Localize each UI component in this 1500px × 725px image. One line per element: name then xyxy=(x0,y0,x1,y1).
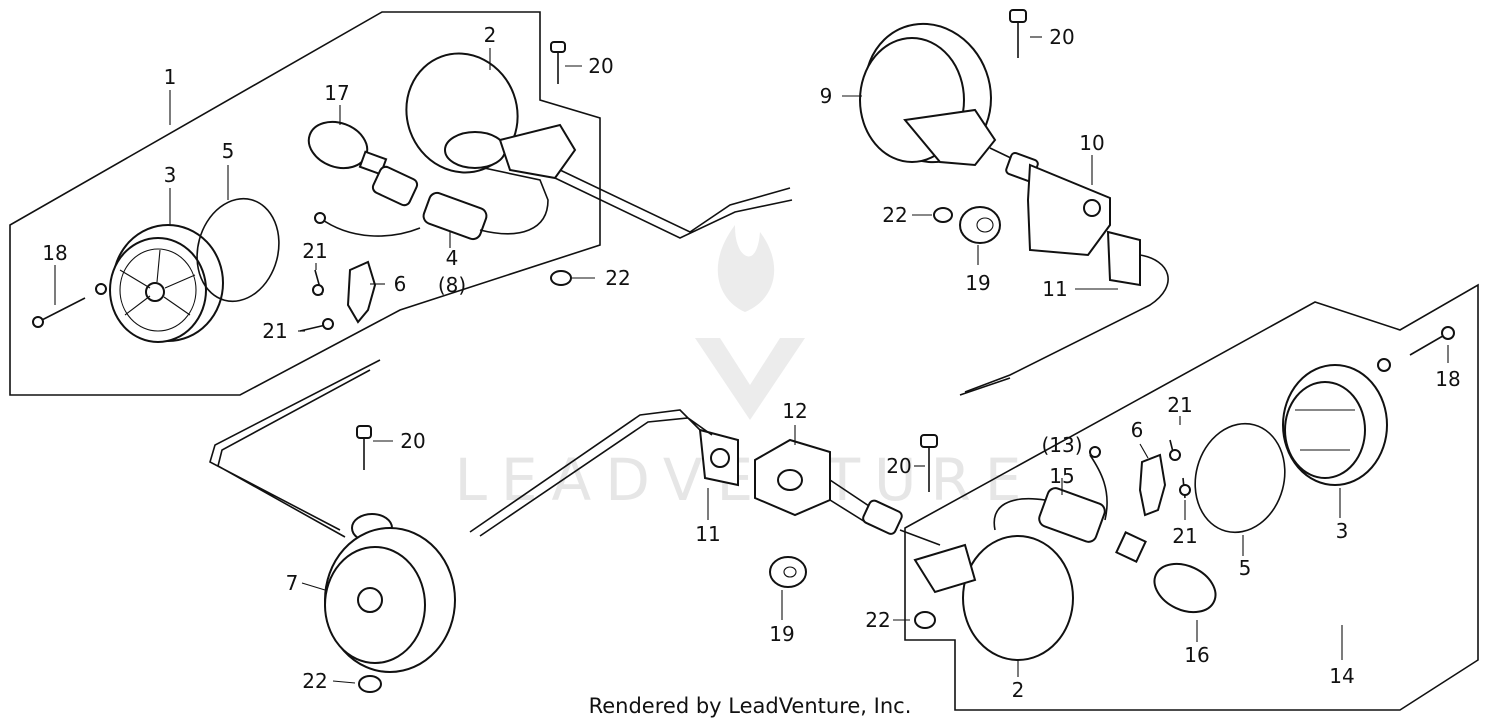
rendered-by-footer: Rendered by LeadVenture, Inc. xyxy=(588,694,912,718)
callout-12: 12 xyxy=(782,399,807,423)
callout-3-right: 3 xyxy=(1336,519,1349,543)
callout-21-left-lower: 21 xyxy=(262,319,287,343)
turn-signal-7 xyxy=(209,359,456,673)
housing-9 xyxy=(859,22,1016,167)
callout-5-left: 5 xyxy=(222,139,235,163)
callout-5-right: 5 xyxy=(1239,556,1252,580)
kit-1-outline xyxy=(9,11,601,396)
callout-22-lower: 22 xyxy=(302,669,327,693)
callout-15: 15 xyxy=(1049,464,1074,488)
callout-20-top-right: 20 xyxy=(1049,25,1074,49)
callout-19-left: 19 xyxy=(769,622,794,646)
callout-18-right: 18 xyxy=(1435,367,1460,391)
callout-9: 9 xyxy=(820,84,833,108)
screw-21-left-lower xyxy=(299,318,334,332)
callout-11-right: 11 xyxy=(1042,277,1067,301)
callout-21-right-upper: 21 xyxy=(1167,393,1192,417)
callout-22-right-upper: 22 xyxy=(882,203,907,227)
bolt-20-top-right xyxy=(1009,9,1027,58)
housing-2-left xyxy=(405,52,793,239)
screw-18-left xyxy=(32,283,107,328)
plate-6-left xyxy=(346,260,377,324)
bracket-12 xyxy=(754,438,941,546)
bracket-11-left xyxy=(469,409,739,537)
callout-19-right: 19 xyxy=(965,271,990,295)
washer-19-right xyxy=(959,206,1001,244)
callout-18-left: 18 xyxy=(42,241,67,265)
callout-11-left: 11 xyxy=(695,522,720,546)
gasket-5-left xyxy=(196,197,280,303)
socket-15 xyxy=(993,446,1108,543)
nut-22-lower xyxy=(358,675,382,693)
kit-14-outline xyxy=(904,283,1479,711)
socket-10 xyxy=(1005,152,1111,257)
plate-6-right xyxy=(1138,453,1167,517)
callout-2-left: 2 xyxy=(484,23,497,47)
callout-3-left: 3 xyxy=(164,163,177,187)
screw-21-right-lower xyxy=(1179,477,1191,499)
callout-16: 16 xyxy=(1184,643,1209,667)
callout-10: 10 xyxy=(1079,131,1104,155)
callout-13: (13) xyxy=(1041,433,1082,457)
callout-2-right: 2 xyxy=(1012,678,1025,702)
socket-4 xyxy=(314,164,549,241)
screw-21-right-upper xyxy=(1169,439,1181,461)
callout-22-upper: 22 xyxy=(605,266,630,290)
callout-21-right-lower: 21 xyxy=(1172,524,1197,548)
bolt-20-center-left xyxy=(356,425,372,470)
callout-21-left-upper: 21 xyxy=(302,239,327,263)
lens-3-left xyxy=(109,224,224,343)
callout-7: 7 xyxy=(286,571,299,595)
callout-14: 14 xyxy=(1329,664,1354,688)
callout-20-center-left: 20 xyxy=(400,429,425,453)
callout-6-left: 6 xyxy=(394,272,407,296)
callout-1: 1 xyxy=(164,65,177,89)
bulb-16 xyxy=(1115,531,1217,614)
callout-20-top-left: 20 xyxy=(588,54,613,78)
callout-20-center-right: 20 xyxy=(886,454,911,478)
housing-2-right xyxy=(913,535,1074,661)
bolt-20-top-left xyxy=(550,41,566,84)
leadventure-watermark: LEADVENTURE xyxy=(455,225,1021,514)
nut-22-right-upper xyxy=(933,207,953,223)
leader-lines xyxy=(54,36,1449,684)
bulb-17 xyxy=(307,120,388,176)
callout-17: 17 xyxy=(324,81,349,105)
bracket-11-right xyxy=(959,230,1169,396)
bolt-20-center-right xyxy=(920,434,938,492)
nut-22-upper xyxy=(550,270,572,286)
housing-3-right xyxy=(1282,364,1388,486)
screw-18-right xyxy=(1377,326,1455,372)
callout-4: 4 xyxy=(446,246,459,270)
callout-6-right: 6 xyxy=(1131,418,1144,442)
screw-21-left-upper xyxy=(312,269,324,296)
callout-22-right-lower: 22 xyxy=(865,608,890,632)
callout-8: (8) xyxy=(438,273,466,297)
gasket-5-right xyxy=(1194,422,1286,534)
nut-22-right-lower xyxy=(914,611,936,629)
washer-19-left xyxy=(769,556,807,588)
